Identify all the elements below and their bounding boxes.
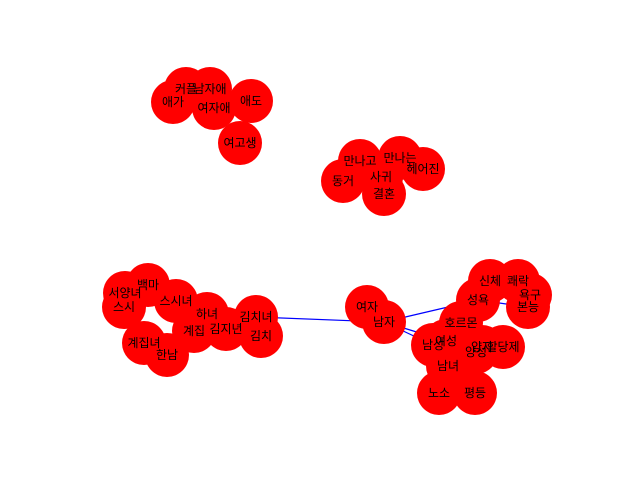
node-label-namja: 남자 (373, 315, 395, 329)
node-label-gyejip: 계집 (183, 324, 205, 338)
node-label-gyeolhon: 결혼 (373, 187, 395, 201)
node-label-seusi: 스시 (113, 300, 135, 314)
node-label-yeoseong: 여성 (435, 334, 457, 348)
node-label-bonneung: 본능 (517, 300, 539, 314)
node-gimjinyeon (204, 307, 248, 351)
node-label-baekma: 백마 (137, 278, 159, 292)
node-gyeolhon (362, 172, 406, 216)
node-label-yeojaae: 여자애 (197, 101, 230, 115)
node-label-namseong: 남성 (422, 338, 444, 352)
node-label-pyeongdeung: 평등 (464, 386, 486, 400)
node-label-heeojin: 헤어진 (406, 162, 439, 176)
node-seusi (102, 285, 146, 329)
node-gimchi (239, 314, 283, 358)
node-label-seoyangnyeo: 서양녀 (108, 286, 141, 300)
node-donggeo (321, 159, 365, 203)
node-bonneung (506, 285, 550, 329)
node-noso (417, 371, 461, 415)
node-label-haldangje: 할당제 (486, 340, 519, 354)
node-label-noso: 노소 (428, 386, 450, 400)
node-label-donggeo: 동거 (332, 174, 354, 188)
node-label-gimjinyeon: 김지년 (209, 322, 242, 336)
node-label-mannago: 만나고 (343, 154, 376, 168)
node-label-seusinyeo: 스시녀 (159, 294, 192, 308)
node-label-hannam: 한남 (156, 348, 178, 362)
node-hannam (145, 333, 189, 377)
node-label-gyejipnyeo: 계집녀 (127, 336, 160, 350)
node-label-kwaerak: 쾌락 (507, 274, 529, 288)
node-haldangje (481, 325, 525, 369)
node-yeogosaeng (218, 121, 262, 165)
node-label-couple: 커플 (175, 82, 197, 96)
node-label-namjaae: 남자애 (193, 82, 226, 96)
node-label-sagwi: 사귀 (370, 170, 392, 184)
node-label-yokgu: 욕구 (519, 288, 541, 302)
node-label-gimchinyeo: 김치녀 (239, 310, 272, 324)
node-label-yangseong: 양성 (465, 345, 487, 359)
node-label-mannaneun: 만나는 (383, 151, 416, 165)
node-label-gimchi: 김치 (250, 329, 272, 343)
node-namja (362, 300, 406, 344)
node-label-aega: 애가 (162, 95, 184, 109)
node-label-sinche: 신체 (479, 274, 501, 288)
node-label-horeumon: 호르몬 (444, 316, 477, 330)
node-label-aedo: 애도 (240, 94, 262, 108)
node-heeojin (401, 147, 445, 191)
node-label-yangja: 양자 (471, 340, 493, 354)
node-label-namnyeo: 남녀 (437, 359, 459, 373)
node-label-seongyok: 성욕 (467, 293, 489, 307)
node-label-yeogosaeng: 여고생 (223, 136, 256, 150)
node-aega (151, 80, 195, 124)
node-label-yeoja: 여자 (356, 300, 378, 314)
node-yeojaae (192, 86, 236, 130)
node-pyeongdeung (453, 371, 497, 415)
node-aedo (229, 79, 273, 123)
node-label-hanyeo: 하녀 (196, 307, 218, 321)
